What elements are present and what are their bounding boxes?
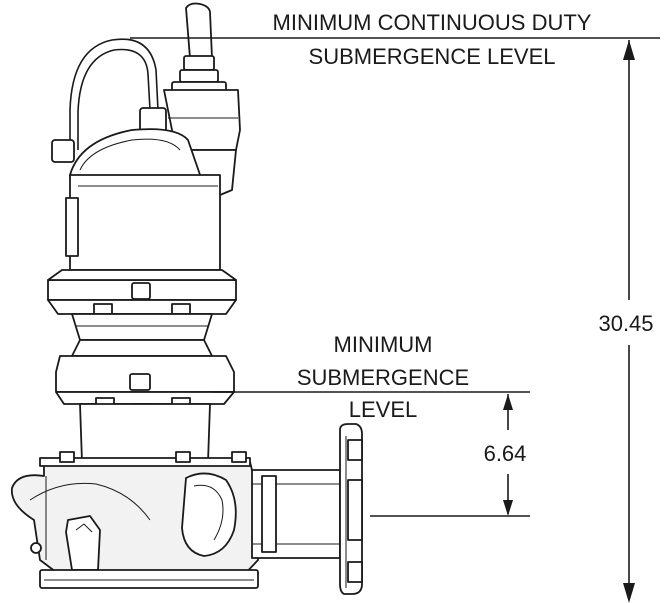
- arrow-up-icon: [503, 394, 513, 410]
- total-height-value: 30.45: [598, 311, 653, 336]
- continuous-duty-label-line2: SUBMERGENCE LEVEL: [309, 44, 556, 69]
- arrow-down-icon: [503, 500, 513, 516]
- submersible-pump-illustration: [11, 2, 363, 595]
- minimum-submergence-label-line3: LEVEL: [349, 397, 418, 422]
- arrow-down-icon: [623, 583, 635, 603]
- annotation-labels: MINIMUM CONTINUOUS DUTY SUBMERGENCE LEVE…: [273, 10, 654, 466]
- continuous-duty-label-line1: MINIMUM CONTINUOUS DUTY: [273, 10, 592, 35]
- minimum-submergence-label-line2: SUBMERGENCE: [297, 365, 469, 390]
- dimension-lines: [130, 37, 660, 603]
- minimum-height-value: 6.64: [484, 441, 527, 466]
- minimum-submergence-label-line1: MINIMUM: [334, 332, 433, 357]
- arrow-up-icon: [623, 40, 635, 60]
